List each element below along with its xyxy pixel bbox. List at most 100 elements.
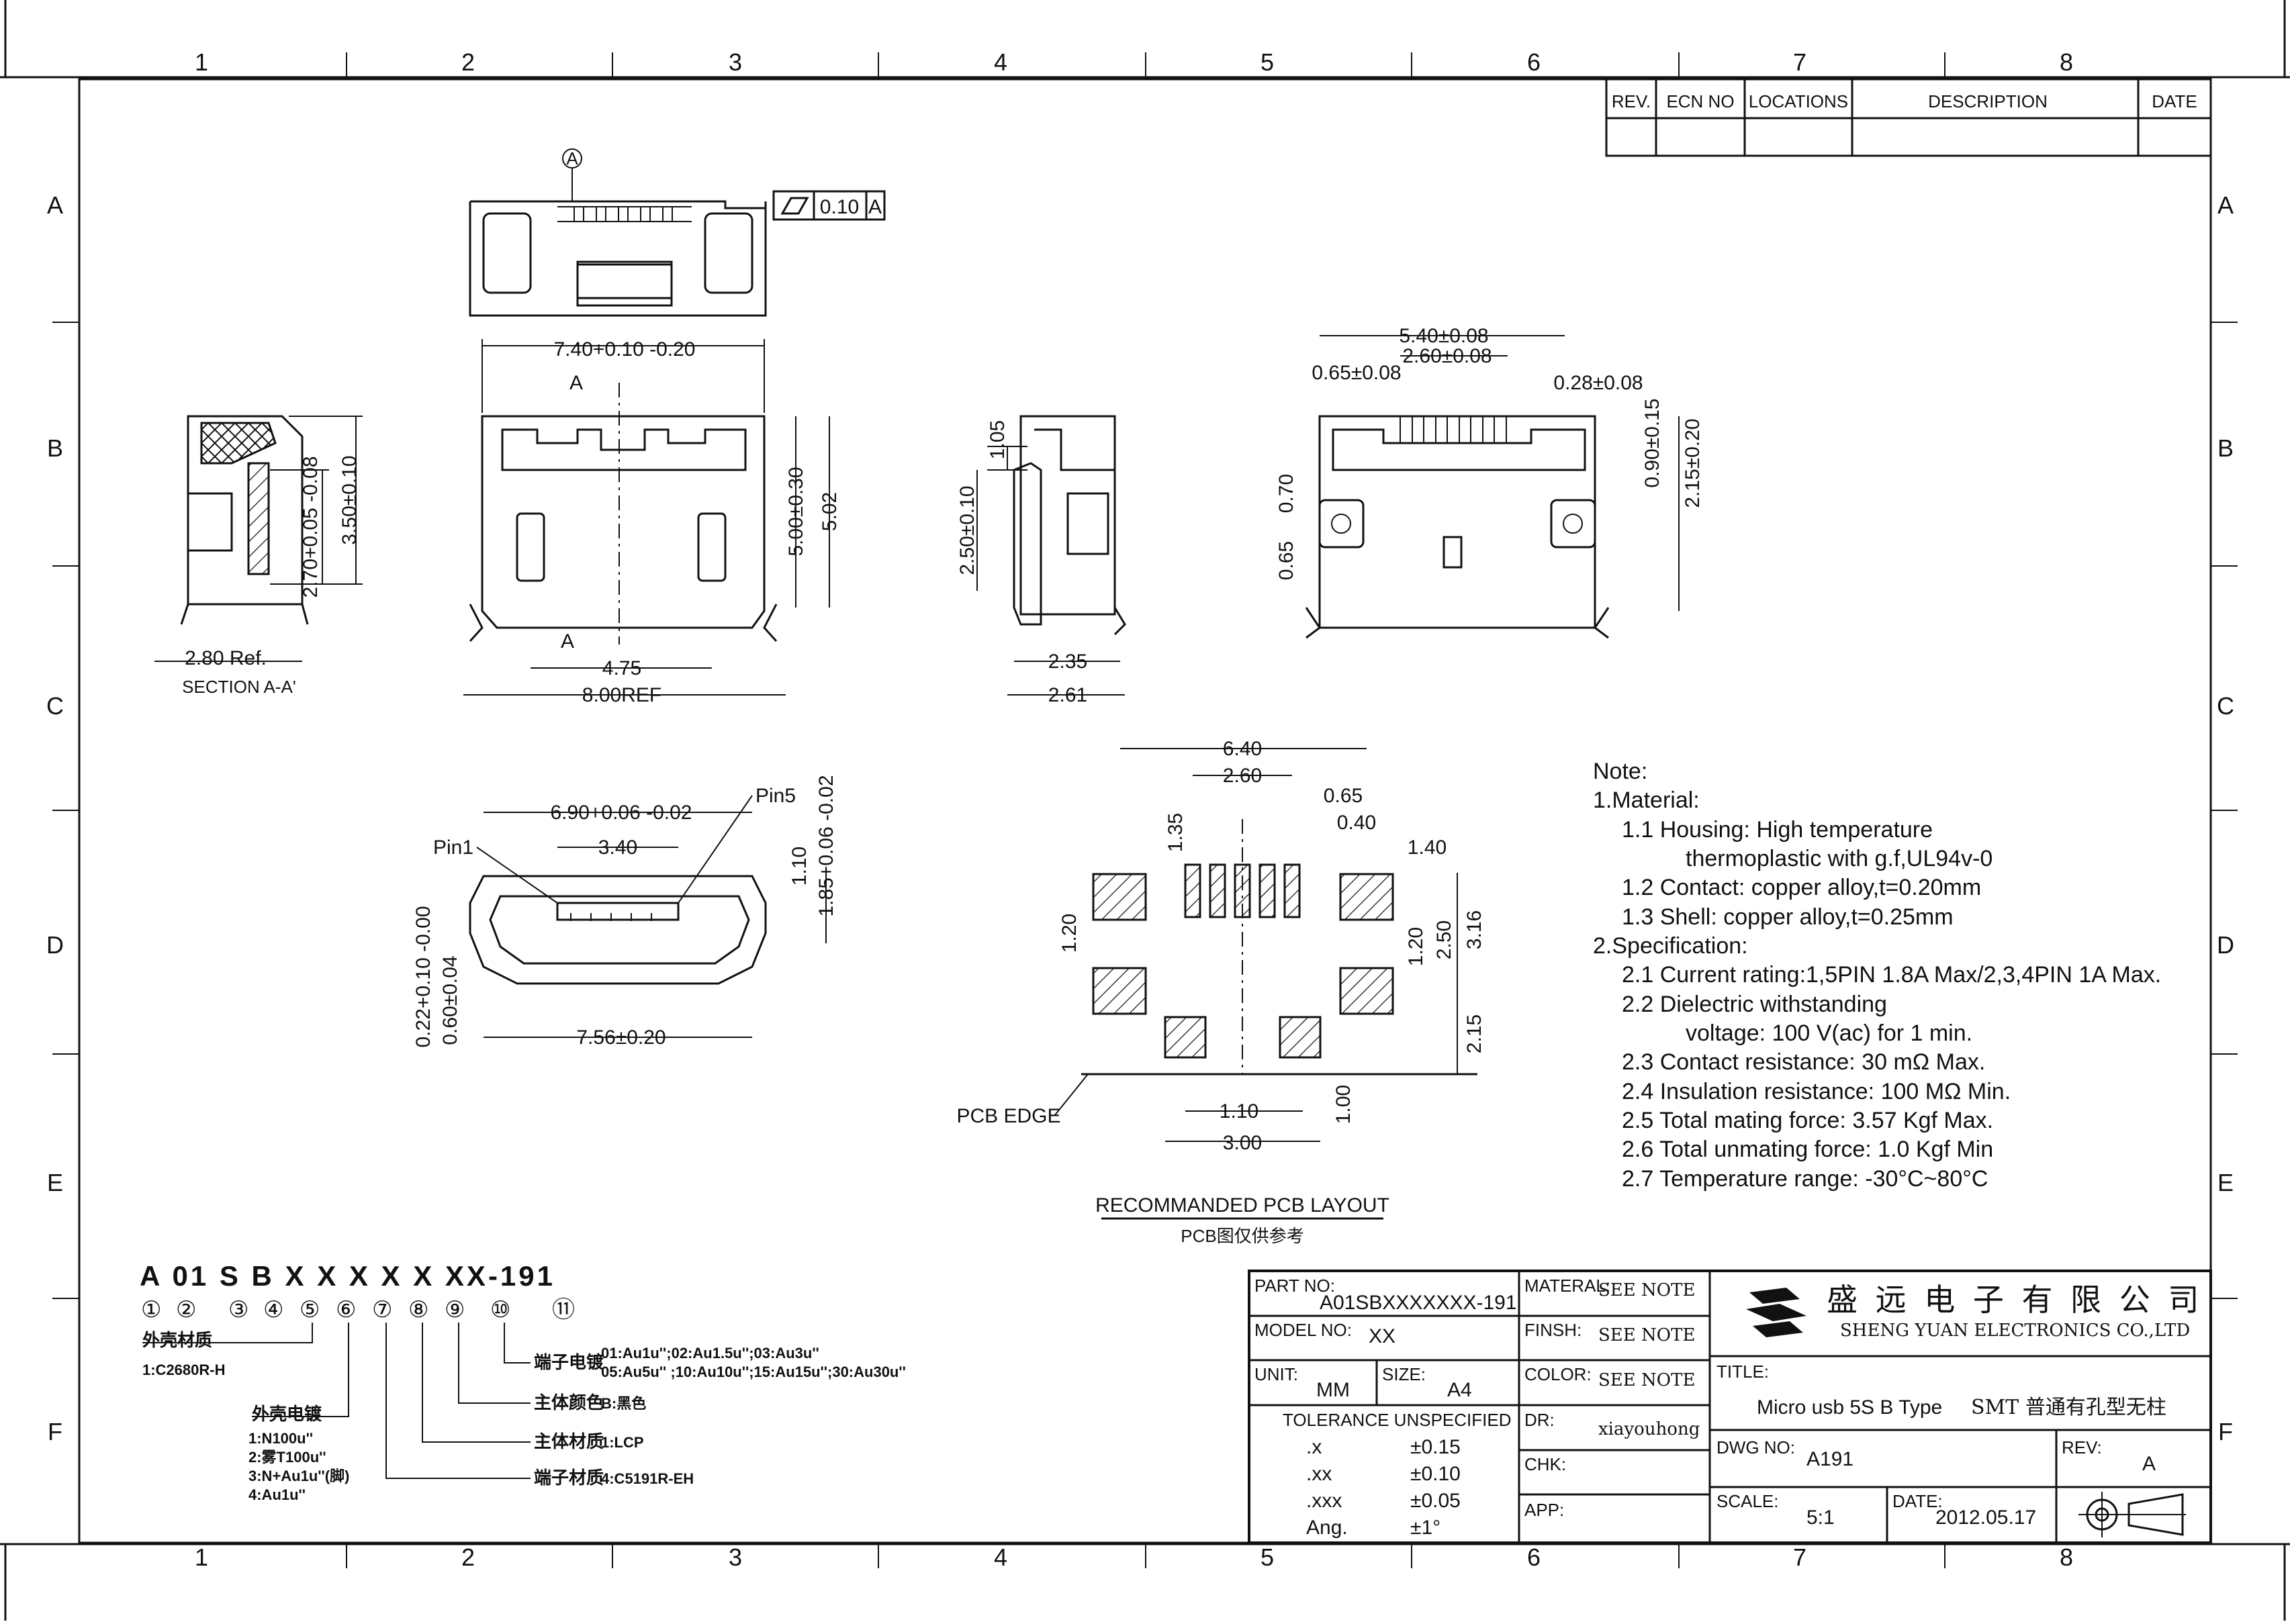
code-num-2: ②	[176, 1297, 196, 1323]
plan-dim-4-75: 4.75	[602, 657, 641, 679]
rev-col-date: DATE	[2152, 91, 2197, 111]
top-view: A 0.10 A	[469, 148, 886, 317]
scale-value: 5:1	[1806, 1507, 1835, 1529]
note-line-8: 2.2 Dielectric withstanding	[1622, 992, 1887, 1017]
side-dim-2-35: 2.35	[1048, 651, 1087, 673]
company-logo	[1746, 1288, 1806, 1337]
code-num-8: ⑧	[408, 1297, 428, 1323]
right-dim-0-70: 0.70	[1275, 474, 1297, 513]
rev-label: REV:	[2062, 1437, 2102, 1458]
size-value: A4	[1447, 1379, 1472, 1401]
pcb-dim-2-60: 2.60	[1223, 765, 1262, 787]
grid-col-8: 8	[2060, 48, 2073, 76]
section-dim-3-50: 3.50±0.10	[338, 455, 361, 544]
note-line-2: 1.1 Housing: High temperature	[1622, 817, 1933, 843]
right-dim-5-40: 5.40±0.08	[1399, 325, 1488, 347]
datum-a-label: A	[566, 148, 578, 169]
grid-col-7: 7	[1793, 48, 1806, 76]
part-code-numbers: ① ② ③ ④ ⑤ ⑥ ⑦ ⑧ ⑨ ⑩ ⑪	[141, 1297, 575, 1323]
body-material-value: 1:LCP	[601, 1434, 644, 1451]
finish-value: SEE NOTE	[1598, 1325, 1695, 1345]
right-dim-0-90: 0.90±0.15	[1641, 398, 1663, 487]
shell-material-value: 1:C2680R-H	[142, 1362, 226, 1378]
grid-col-4: 4	[994, 48, 1007, 76]
grid-col-5-bottom: 5	[1261, 1543, 1274, 1571]
grid-col-7-bottom: 7	[1793, 1543, 1806, 1571]
grid-row-c: C	[46, 692, 64, 720]
note-line-7: 2.1 Current rating:1,5PIN 1.8A Max/2,3,4…	[1622, 962, 2161, 988]
section-dim-2-80: 2.80 Ref.	[185, 647, 267, 669]
grid-col-2-bottom: 2	[461, 1543, 475, 1571]
note-line-13: 2.6 Total unmating force: 1.0 Kgf Min	[1622, 1137, 1993, 1162]
grid-col-3-bottom: 3	[729, 1543, 742, 1571]
scale-label: SCALE:	[1716, 1491, 1779, 1511]
code-num-11: ⑪	[552, 1297, 575, 1323]
section-label: SECTION A-A'	[182, 677, 296, 697]
tol-xx-label: .xx	[1306, 1463, 1332, 1485]
dwg-no-value: A191	[1806, 1448, 1853, 1470]
pcb-dim-0-65: 0.65	[1324, 785, 1363, 807]
grid-col-3: 3	[729, 48, 742, 76]
section-dim-2-70: 2.70+0.05 -0.08	[300, 456, 322, 598]
front-dim-6-90: 6.90+0.06 -0.02	[550, 802, 692, 824]
plan-dim-7-40: 7.40+0.10 -0.20	[553, 338, 695, 361]
chk-label: CHK:	[1524, 1454, 1566, 1474]
pcb-dim-3-16: 3.16	[1463, 910, 1485, 949]
title-cn: SMT 普通有孔型无柱	[1971, 1396, 2166, 1419]
shell-plating-value-3: 3:N+Au1u''(脚)	[248, 1468, 349, 1484]
code-num-4: ④	[263, 1297, 283, 1323]
grid-row-b-right: B	[2217, 434, 2234, 462]
pcb-dim-1-00: 1.00	[1332, 1085, 1355, 1124]
right-dim-0-65: 0.65±0.08	[1312, 362, 1401, 384]
pcb-layout-title: RECOMMANDED PCB LAYOUT	[1095, 1194, 1389, 1216]
pcb-layout: 6.40 2.60 0.65 0.40 1.40 1.35 1.20 1.20 …	[956, 738, 1485, 1246]
part-no-label: PART NO:	[1254, 1276, 1335, 1296]
rev-col-rev: REV.	[1612, 91, 1651, 111]
note-line-3: thermoplastic with g.f,UL94v-0	[1686, 846, 1993, 871]
note-line-5: 1.3 Shell: copper alloy,t=0.25mm	[1622, 904, 1954, 930]
side-view: 1.05 2.50±0.10 2.35 2.61	[956, 415, 1126, 706]
shell-plating-label: 外壳电镀	[252, 1404, 322, 1424]
tol-ang-value: ±1°	[1410, 1517, 1440, 1539]
note-line-10: 2.3 Contact resistance: 30 mΩ Max.	[1622, 1049, 1985, 1075]
code-num-9: ⑨	[445, 1297, 465, 1323]
grid-row-a-right: A	[2217, 191, 2234, 219]
code-num-1: ①	[141, 1297, 161, 1323]
plan-dim-5-02: 5.02	[819, 492, 841, 531]
front-dim-0-22: 0.22+0.10 -0.00	[412, 906, 434, 1047]
grid-row-d: D	[46, 931, 64, 959]
flatness-datum: A	[868, 196, 882, 218]
front-pin5: Pin5	[755, 785, 796, 807]
terminal-plating-value-2: 05:Au5u'' ;10:Au10u'';15:Au15u'';30:Au30…	[601, 1364, 906, 1380]
shell-plating-value-4: 4:Au1u''	[248, 1486, 306, 1503]
pcb-dim-1-10: 1.10	[1220, 1100, 1258, 1123]
code-num-6: ⑥	[336, 1297, 356, 1323]
grid-column-labels-top: 1 2 3 4 5 6 7 8	[195, 48, 2073, 76]
unit-label: UNIT:	[1254, 1364, 1298, 1384]
plan-section-a-top: A	[569, 372, 583, 394]
plan-view: 7.40+0.10 -0.20 A A 4.75 8.00REF 5.00±0.…	[463, 338, 841, 706]
grid-row-d-right: D	[2217, 931, 2234, 959]
grid-col-6: 6	[1527, 48, 1541, 76]
pcb-dim-1-20-right: 1.20	[1405, 927, 1427, 966]
projection-symbol-icon	[2078, 1492, 2186, 1537]
front-view: 6.90+0.06 -0.02 3.40 Pin1 Pin5 1.10 1.85…	[412, 775, 837, 1049]
grid-col-8-bottom: 8	[2060, 1543, 2073, 1571]
part-code: A 01 S B X X X X X XX-191 ① ② ③ ④ ⑤ ⑥ ⑦ …	[140, 1260, 906, 1503]
side-dim-1-05: 1.05	[987, 420, 1009, 459]
grid-row-c-right: C	[2217, 692, 2234, 720]
rev-value: A	[2142, 1453, 2156, 1475]
color-value: SEE NOTE	[1598, 1370, 1695, 1390]
size-label: SIZE:	[1382, 1364, 1426, 1384]
note-line-11: 2.4 Insulation resistance: 100 MΩ Min.	[1622, 1079, 2011, 1104]
pcb-dim-1-20-left: 1.20	[1058, 914, 1081, 953]
right-dim-0-28: 0.28±0.08	[1553, 372, 1643, 394]
model-no-label: MODEL NO:	[1254, 1320, 1352, 1340]
body-color-label: 主体颜色	[534, 1392, 604, 1413]
grid-col-1: 1	[195, 48, 208, 76]
title-en: Micro usb 5S B Type	[1757, 1396, 1942, 1419]
note-line-12: 2.5 Total mating force: 3.57 Kgf Max.	[1622, 1108, 1993, 1133]
tol-xx-value: ±0.10	[1410, 1463, 1461, 1485]
